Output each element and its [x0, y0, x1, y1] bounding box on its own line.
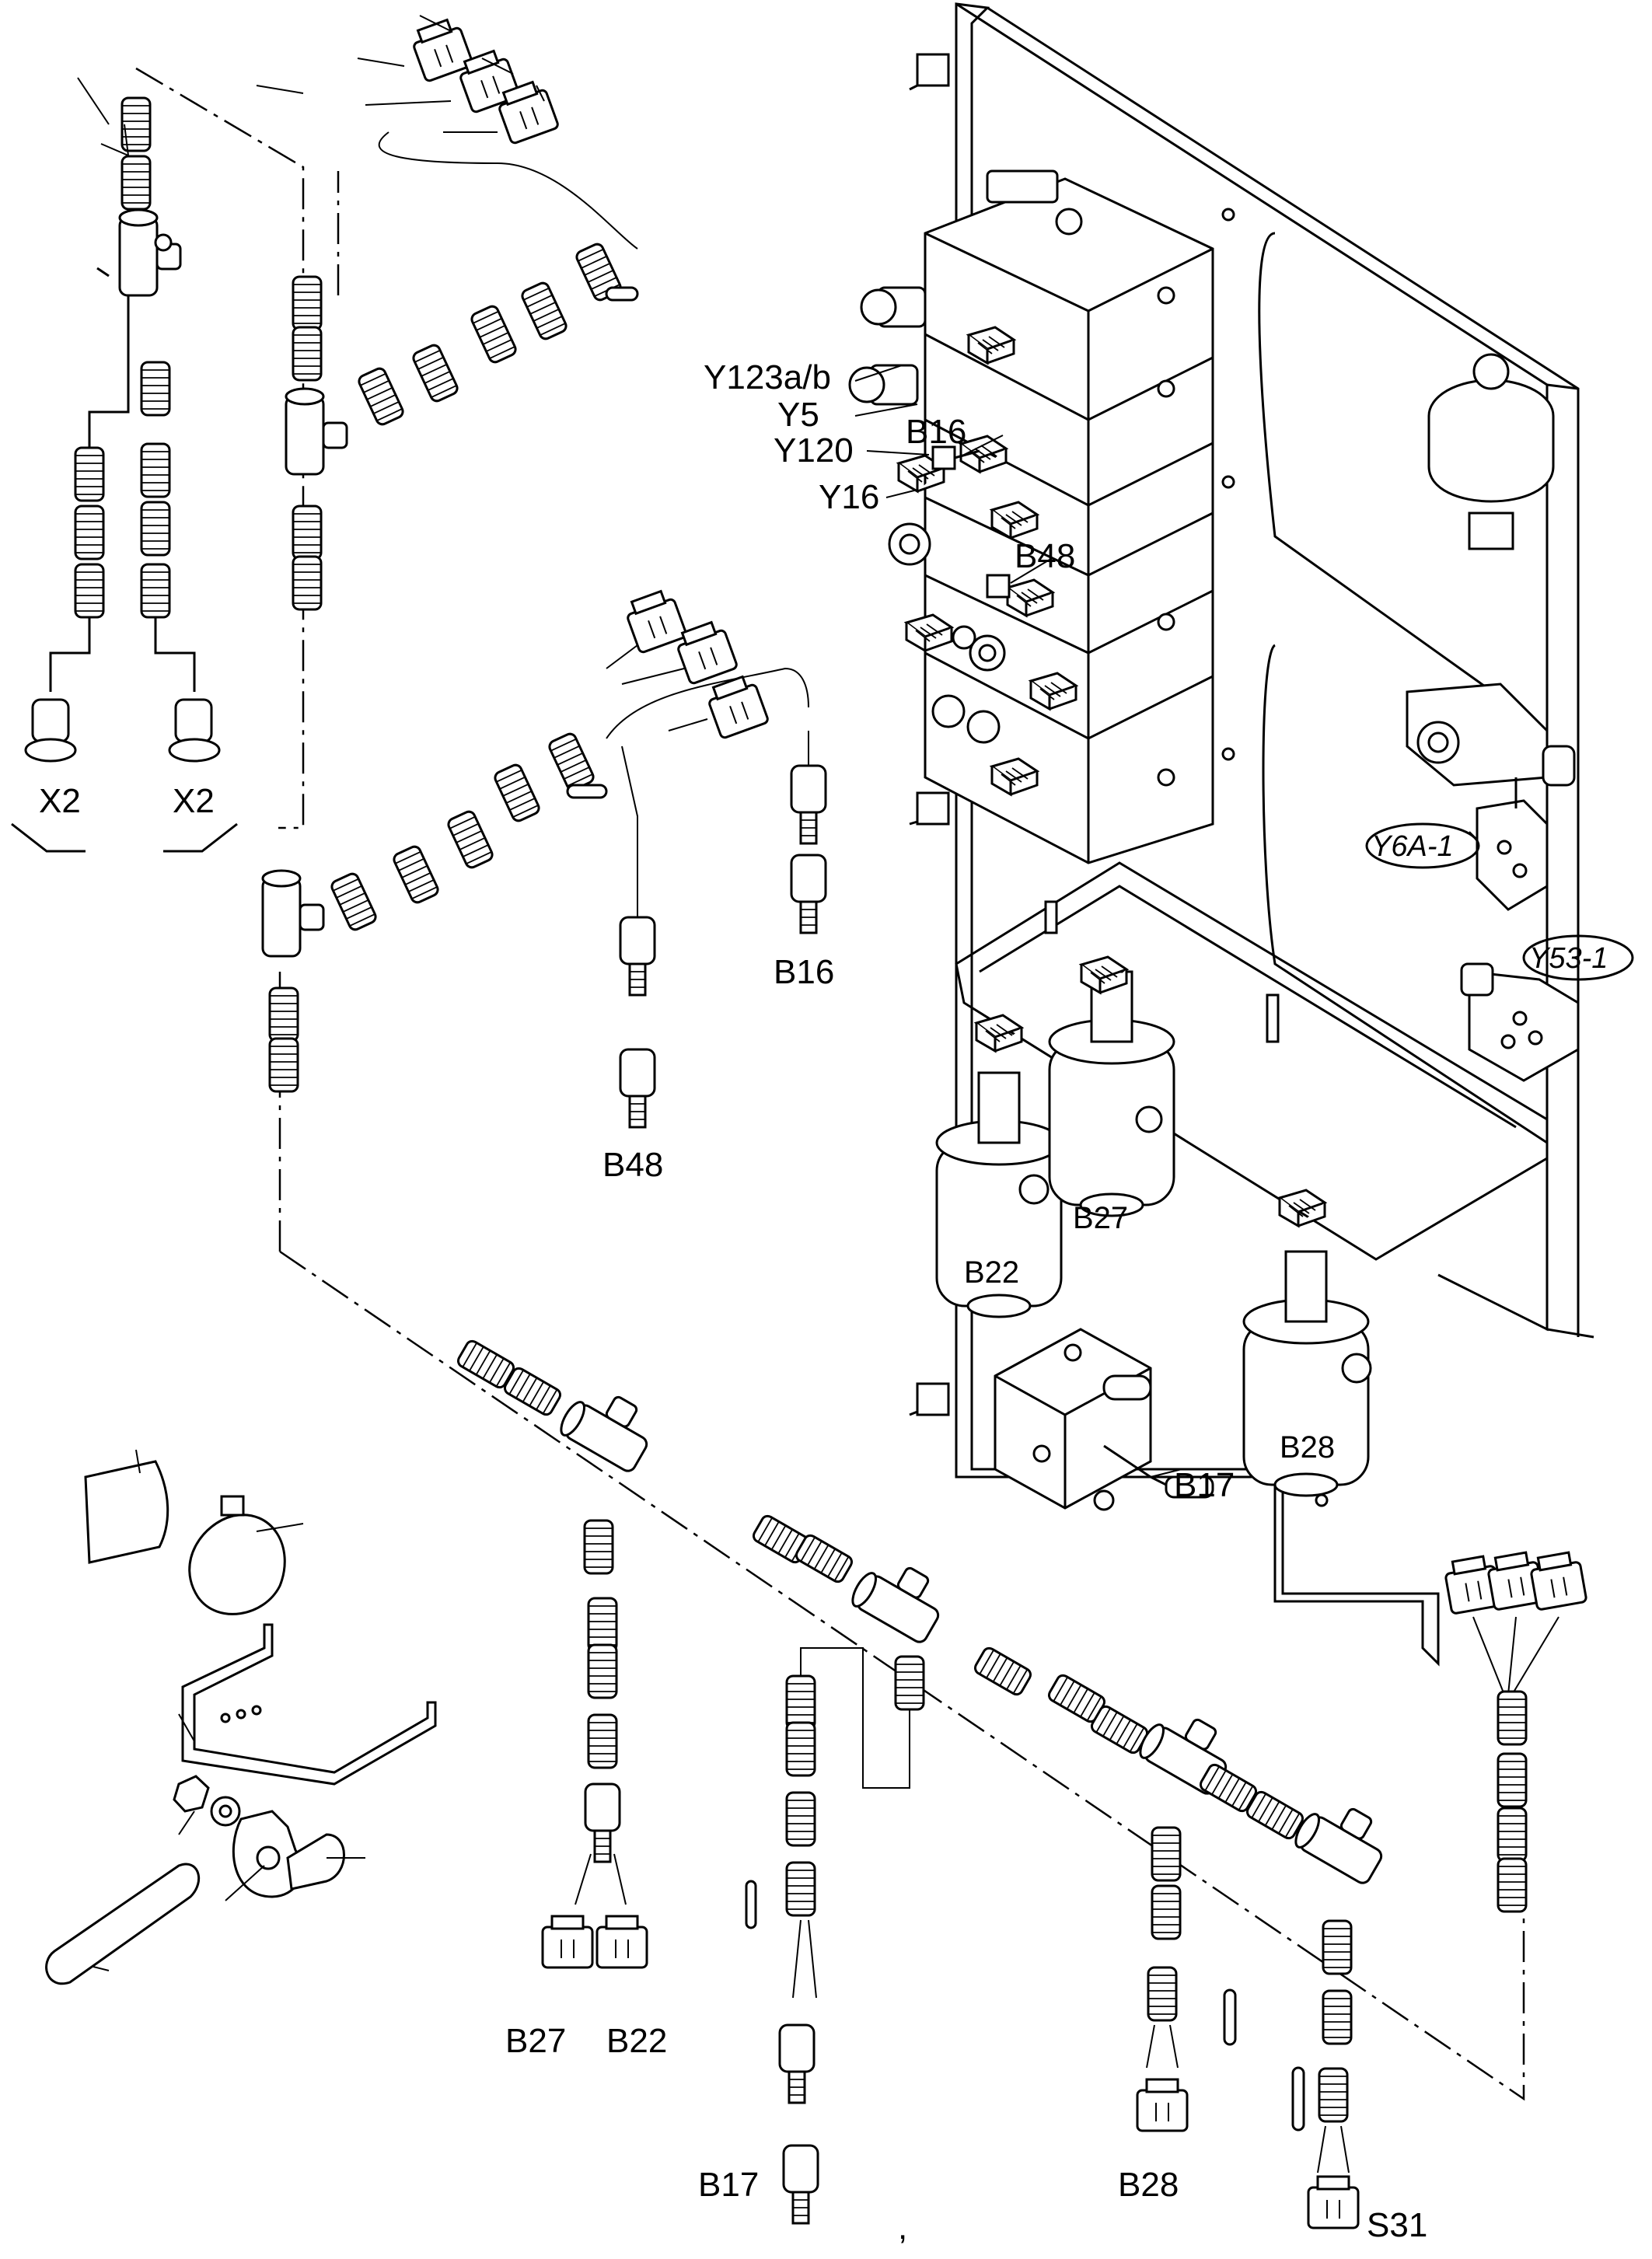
label-y123ab: Y123a/b: [704, 358, 831, 396]
lower-hose-run: [455, 1337, 1588, 2229]
label-s31: S31: [1367, 2206, 1427, 2244]
leader-lines: [77, 77, 1478, 1478]
label-x2-left: X2: [39, 782, 81, 820]
oval-y531: [1522, 934, 1634, 981]
label-b16-sensor: B16: [774, 953, 834, 991]
label-b48-valve: B48: [1015, 537, 1075, 575]
filter-frame: [955, 861, 1549, 1261]
middle-harness-assembly: [261, 586, 827, 1129]
y6a1-solenoid-valve: [1406, 683, 1576, 911]
label-b48-sensor: B48: [602, 1146, 663, 1184]
label-y120: Y120: [774, 431, 854, 470]
label-b28-connector: B28: [1118, 2166, 1179, 2204]
label-b17-sensor: B17: [698, 2166, 759, 2204]
label-b27-connector: B27: [505, 2022, 566, 2060]
valve-block-stack: [848, 169, 1214, 864]
label-b22-filter: B22: [964, 1255, 1019, 1290]
labels: X2 X2 Y123a/b Y5 Y120 Y16 B16 B48 Y6A-1 …: [39, 358, 1634, 2247]
b17-valve-block: [994, 1328, 1214, 1511]
label-y5: Y5: [777, 396, 819, 434]
y531-solenoid-valve: [1460, 962, 1580, 1082]
accumulator: [1427, 353, 1555, 550]
label-y531: Y53-1: [1529, 942, 1608, 975]
label-b22-connector: B22: [606, 2022, 667, 2060]
accessories: [45, 1449, 437, 1985]
label-b27-filter: B27: [1073, 1201, 1128, 1235]
stray-mark: ,: [898, 2208, 907, 2247]
label-b28-filter: B28: [1280, 1430, 1335, 1465]
oval-y6a1: [1365, 822, 1480, 869]
label-b16-valve: B16: [906, 413, 966, 451]
upper-harness-assembly: [285, 15, 639, 611]
label-y6a1: Y6A-1: [1371, 830, 1454, 863]
x2-hose-assembly: [11, 96, 238, 853]
label-x2-right: X2: [173, 782, 215, 820]
filter-b27: [1048, 955, 1175, 1217]
label-b17-block: B17: [1174, 1466, 1235, 1504]
label-y16: Y16: [819, 478, 879, 516]
